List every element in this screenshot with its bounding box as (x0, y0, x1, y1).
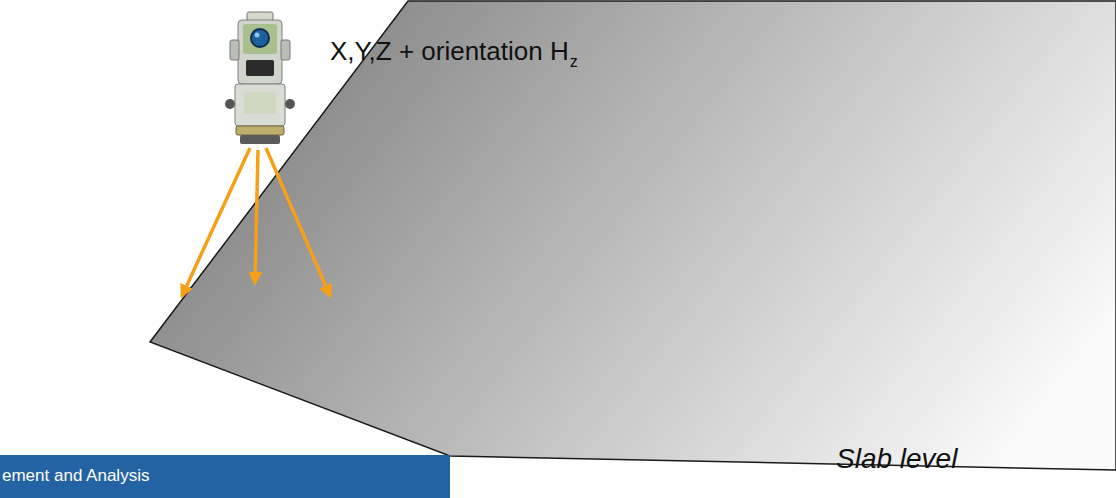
coordinate-label: X,Y,Z + orientation H (330, 36, 569, 67)
slab-outline (150, 1, 1116, 470)
arrows (182, 148, 330, 296)
footer-bar (0, 455, 450, 498)
subscript-label: z (570, 53, 578, 71)
footer-label: ement and Analysis (2, 466, 149, 486)
total-station-icon (225, 12, 295, 144)
slab-label: Slab level (836, 443, 957, 475)
